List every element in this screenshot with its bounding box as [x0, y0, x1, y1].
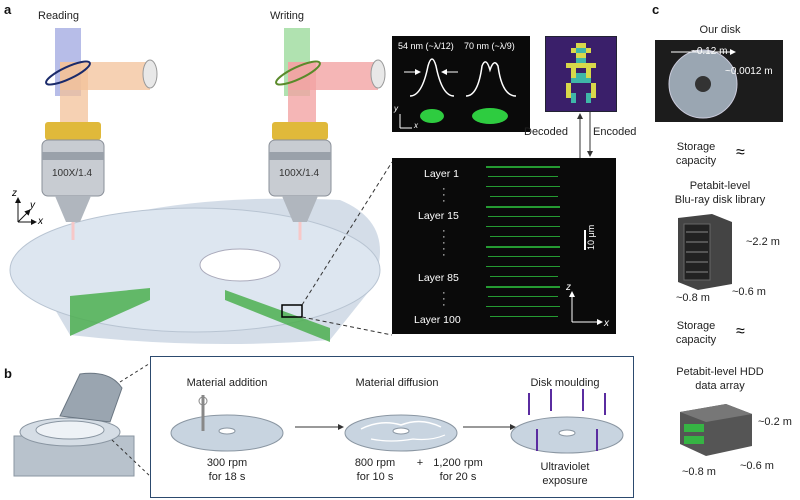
decoded-label: Decoded: [524, 126, 569, 138]
bluray-width-dim: ~0.8 m: [676, 292, 710, 304]
step-2-plus: +: [416, 457, 424, 469]
storage-capacity-2-line2: capacity: [675, 334, 717, 346]
pattern-pixels: [566, 43, 596, 103]
hdd-depth-dim: ~0.6 m: [740, 460, 774, 472]
arrow-step-2-3: [463, 424, 516, 430]
encoded-label: Encoded: [593, 126, 637, 138]
step-3-title: Disk moulding: [530, 377, 600, 389]
hdd-label-line1: Petabit-level HDD: [676, 366, 764, 378]
bluray-height-dim: ~2.2 m: [746, 236, 780, 248]
stack-axes: [569, 291, 603, 325]
disk-width-dim: ~0.12 m: [691, 46, 728, 57]
scale-bar-label: 10 μm: [586, 224, 596, 250]
layer-100-label: Layer 100: [414, 314, 461, 326]
objective-label-right: 100X/1.4: [279, 168, 320, 179]
panel-letter-b: b: [4, 366, 12, 381]
step-1-speed: 300 rpm: [206, 457, 248, 469]
profile-axis-x: x: [414, 121, 418, 130]
layer-85-label: Layer 85: [418, 272, 459, 284]
encoded-pattern-image: [545, 36, 617, 112]
disk-photo-drawing: [668, 49, 738, 119]
hdd-array-icon: [680, 404, 752, 456]
storage-capacity-2-line1: Storage: [676, 320, 716, 332]
step-3-uv: Ultraviolet: [540, 461, 590, 473]
step-2-title: Material diffusion: [355, 377, 439, 389]
step-2-speed-b: 1,200 rpm: [433, 457, 483, 469]
our-disk-photo: ~0.12 m ~0.0012 m: [655, 40, 783, 122]
objective-label-left: 100X/1.4: [52, 168, 93, 179]
our-disk-label: Our disk: [699, 24, 741, 36]
panel-a-illustration: [9, 28, 393, 344]
disk-thickness-dim: ~0.0012 m: [725, 66, 773, 77]
bluray-label-line1: Petabit-level: [689, 180, 751, 192]
step-1-disk: [170, 395, 284, 452]
scale-bar: [584, 230, 586, 250]
decode-encode-arrows: [577, 112, 593, 158]
bluray-depth-dim: ~0.6 m: [732, 286, 766, 298]
stack-axis-x: x: [604, 318, 609, 329]
profile-left-title: 54 nm (~λ/12): [398, 41, 454, 51]
step-2-speed-a: 800 rpm: [354, 457, 396, 469]
panel-letter-a: a: [4, 2, 12, 17]
hdd-label-line2: data array: [695, 380, 745, 392]
step-2-disk: [344, 414, 458, 452]
writing-label: Writing: [270, 10, 305, 22]
profile-right-title: 70 nm (~λ/9): [464, 41, 515, 51]
approx-symbol-2: ≈: [736, 323, 745, 340]
step-1-title: Material addition: [186, 377, 268, 389]
profile-curves: [399, 58, 517, 129]
hdd-width-dim: ~0.8 m: [682, 466, 716, 478]
spin-coater-illustration: [13, 362, 150, 477]
layer-dots-1: ···: [442, 183, 446, 207]
layer-stack-image: [486, 166, 560, 317]
step-3-disk: [510, 389, 624, 454]
step-2-time-b: for 20 s: [439, 471, 477, 483]
stack-axis-z: z: [566, 282, 571, 293]
axis-z-label: z: [12, 188, 17, 199]
layer-15-label: Layer 15: [418, 210, 459, 222]
reading-label: Reading: [38, 10, 79, 22]
fabrication-process-box: Material addition 300 rpm for 18 s Mater…: [150, 356, 634, 498]
hdd-height-dim: ~0.2 m: [758, 416, 792, 428]
bluray-library-icon: [678, 214, 732, 290]
axis-y-label: y: [30, 200, 35, 211]
approx-symbol-1: ≈: [736, 144, 745, 161]
profile-axis-y: y: [394, 104, 398, 113]
arrow-step-1-2: [295, 424, 344, 430]
step-3-exposure: exposure: [542, 475, 588, 487]
layer-1-label: Layer 1: [424, 168, 460, 180]
layer-dots-2: ·····: [442, 225, 446, 261]
bluray-label-line2: Blu-ray disk library: [674, 194, 766, 206]
storage-capacity-1-line1: Storage: [676, 141, 716, 153]
step-2-time-a: for 10 s: [356, 471, 394, 483]
layer-dots-3: ···: [442, 287, 446, 311]
spot-profile-panel: 54 nm (~λ/12) 70 nm (~λ/9) y x: [392, 36, 530, 132]
panel-letter-c: c: [652, 2, 660, 17]
axis-x-label: x: [38, 216, 43, 227]
storage-capacity-1-line2: capacity: [675, 155, 717, 167]
layer-stack-panel: Layer 1 ··· Layer 15 ····· Layer 85 ··· …: [392, 158, 616, 334]
step-1-time: for 18 s: [208, 471, 246, 483]
